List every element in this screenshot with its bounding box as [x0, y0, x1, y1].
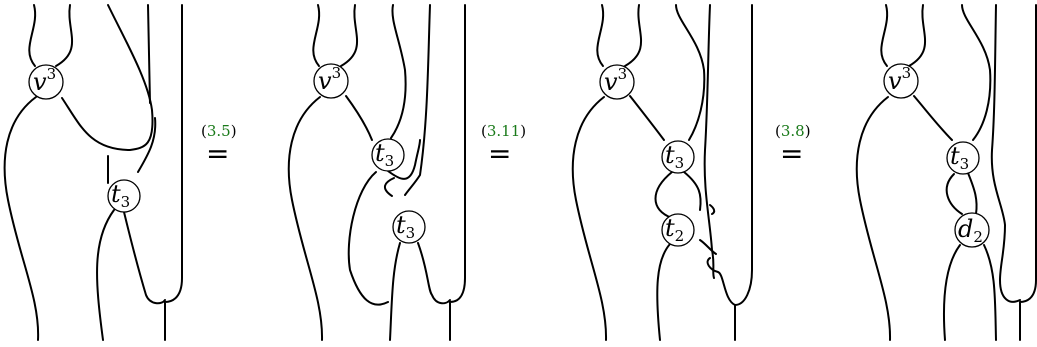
- node-circle: [107, 179, 141, 213]
- strand: [703, 4, 715, 279]
- diagram-panel-3: v3 t3 t2: [571, 4, 753, 341]
- node-circle: [28, 64, 64, 100]
- strand: [449, 4, 466, 341]
- strand: [137, 117, 157, 173]
- strand: [945, 173, 963, 215]
- node-label: t3: [396, 211, 415, 242]
- strand: [383, 177, 395, 197]
- strand: [3, 96, 40, 341]
- node-label: t3: [375, 139, 394, 170]
- strand: [61, 4, 154, 151]
- node-v3: v3: [883, 63, 919, 99]
- node-label: d2: [958, 215, 983, 246]
- strand: [287, 96, 324, 341]
- node-label: v3: [604, 65, 627, 96]
- node-t3: t3: [107, 179, 141, 213]
- strand: [347, 171, 389, 306]
- node-t3-lower: t3: [392, 210, 426, 244]
- diagram-panel-1: v3 t3: [3, 4, 183, 341]
- equation-reference: (3.8): [775, 122, 811, 140]
- node-d2: d2: [954, 212, 990, 248]
- node-label: v3: [888, 64, 911, 95]
- equation-step-2: (3.11) =: [481, 122, 526, 170]
- equals-sign: =: [780, 137, 803, 170]
- node-circle: [661, 213, 695, 247]
- strand: [96, 209, 115, 341]
- node-circle: [954, 212, 990, 248]
- equals-sign: =: [206, 137, 229, 170]
- node-v3: v3: [28, 64, 64, 100]
- strand: [123, 211, 166, 305]
- strand: [961, 4, 992, 141]
- equation-reference: (3.5): [201, 122, 237, 140]
- equation-step-1: (3.5) =: [201, 122, 237, 170]
- node-circle: [313, 63, 349, 99]
- strand: [387, 139, 421, 180]
- node-t3: t3: [946, 141, 980, 175]
- node-v3: v3: [313, 63, 349, 99]
- diagram-panel-4: v3 t3 d2: [855, 4, 1037, 341]
- strand: [1019, 4, 1037, 341]
- strand: [983, 244, 997, 341]
- strand: [855, 96, 892, 341]
- node-label: t3: [111, 180, 130, 211]
- node-t2: t2: [661, 213, 695, 247]
- strand: [390, 4, 407, 139]
- equation-step-3: (3.8) =: [775, 122, 811, 170]
- strand: [417, 242, 451, 305]
- node-circle: [946, 141, 980, 175]
- strand: [596, 4, 605, 67]
- node-label: v3: [33, 65, 56, 96]
- strand: [699, 239, 717, 255]
- strand: [990, 4, 1006, 281]
- strand: [629, 95, 665, 141]
- node-label: t3: [665, 141, 684, 172]
- strand: [404, 4, 431, 196]
- diagram-panel-2: v3 t3 t3: [287, 4, 466, 341]
- node-label: v3: [318, 64, 341, 95]
- strand: [706, 4, 753, 306]
- node-v3: v3: [599, 64, 635, 100]
- strand: [624, 4, 642, 67]
- strand: [908, 4, 926, 67]
- strand: [340, 4, 358, 67]
- node-circle: [883, 63, 919, 99]
- node-circle: [661, 140, 695, 174]
- strand: [675, 4, 706, 141]
- strand: [913, 95, 953, 141]
- strand: [880, 4, 889, 67]
- node-label: t3: [950, 142, 969, 173]
- equation-reference: (3.11): [481, 122, 526, 140]
- strand: [942, 244, 961, 341]
- strand: [28, 4, 37, 67]
- strand: [709, 204, 716, 215]
- node-circle: [392, 210, 426, 244]
- strand: [654, 171, 673, 219]
- node-t3: t3: [661, 140, 695, 174]
- node-circle: [371, 138, 405, 172]
- strand: [683, 171, 702, 211]
- equals-sign: =: [488, 137, 511, 170]
- strand: [345, 95, 373, 141]
- node-circle: [599, 64, 635, 100]
- strand: [147, 4, 151, 104]
- strand: [312, 4, 321, 67]
- strand: [656, 243, 671, 341]
- node-label: t2: [665, 214, 684, 245]
- node-t3-upper: t3: [371, 138, 405, 172]
- strand: [164, 4, 183, 341]
- strand: [55, 4, 73, 67]
- strand: [999, 279, 1021, 303]
- strand: [967, 172, 978, 215]
- strand: [389, 242, 401, 341]
- strand: [571, 96, 608, 341]
